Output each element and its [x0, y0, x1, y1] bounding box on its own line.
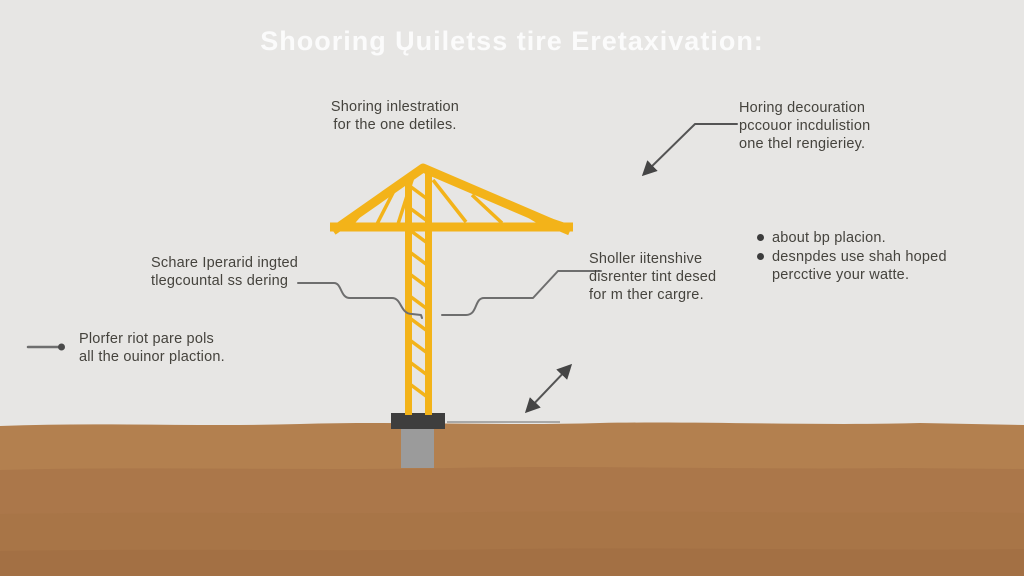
annotation-line: one thel rengieriey.: [739, 136, 866, 152]
annotation-line: Schare Iperarid ingted: [151, 255, 299, 271]
leaders: [26, 123, 738, 414]
annotation-line: Plorfer riot pare pols: [79, 331, 214, 347]
annotation-line: pccouor incdulistion: [739, 118, 871, 134]
annotation-mid-right: Sholler iitenshive disrenter tint desed …: [589, 250, 716, 304]
bullet-dot-icon: [757, 234, 764, 241]
leader-mid-left: [297, 282, 423, 319]
page-title: Shooring Ųuiletss tire Eretaxivation:: [260, 26, 764, 56]
leader-bottom-left-dot: [58, 343, 65, 351]
ground: [0, 421, 1024, 576]
bullet-item: about bp placion.: [757, 229, 957, 247]
annotation-top-left: Shoring inlestration for the one detiles…: [320, 98, 470, 134]
leader-mid-right: [441, 270, 602, 316]
annotation-line: for the one detiles.: [333, 117, 457, 133]
annotation-top-right: Horing decouration pccouor incdulistion …: [739, 99, 870, 153]
leader-top-right-arrow: [641, 123, 738, 177]
crane-top-chords: [330, 163, 572, 236]
ground-bottom-layer: [0, 548, 1024, 576]
annotation-line: Horing decouration: [739, 100, 866, 116]
annotation-line: tlegcountal ss dering: [151, 273, 289, 289]
bullet-item: desnpdes use shah hoped percctive your w…: [757, 248, 957, 284]
bullet-text: about bp placion.: [772, 230, 886, 246]
crane: [330, 163, 573, 415]
annotation-bullet-list: about bp placion. desnpdes use shah hope…: [757, 229, 957, 285]
annotation-line: disrenter tint desed: [589, 269, 717, 285]
bullet-dot-icon: [757, 253, 764, 260]
annotation-line: Shoring inlestration: [330, 99, 460, 115]
annotation-line: all the ouinor plaction.: [79, 349, 225, 365]
annotation-bottom-left: Plorfer riot pare pols all the ouinor pl…: [79, 330, 225, 366]
annotation-mid-left: Schare Iperarid ingted tlegcountal ss de…: [151, 254, 298, 290]
foundation-cap: [391, 413, 445, 429]
annotation-line: Sholler iitenshive: [589, 251, 703, 267]
annotation-line: for m ther cargre.: [589, 287, 704, 303]
double-headed-arrow: [524, 363, 573, 414]
bullet-text: desnpdes use shah hoped percctive your w…: [772, 249, 947, 283]
foundation-footing: [401, 429, 434, 468]
